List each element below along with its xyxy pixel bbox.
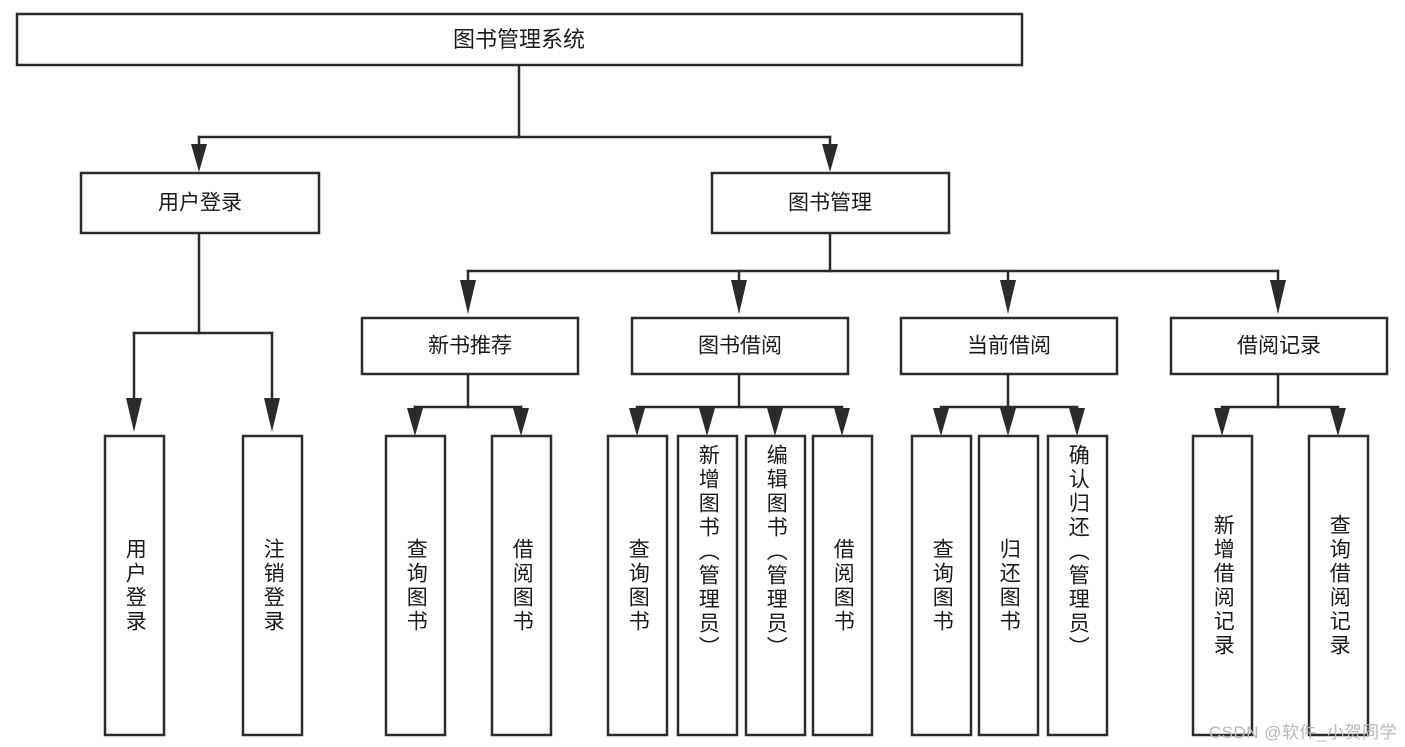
node-leaf-new-book-2-box[interactable]: [490, 434, 553, 737]
node-leaf-borrow-record-2-box[interactable]: [1307, 434, 1370, 737]
arrow-current-borrow-leaf-3: [1069, 408, 1085, 436]
node-book-borrow-box[interactable]: [630, 316, 850, 376]
node-leaf-current-borrow-3-box[interactable]: [1046, 434, 1109, 737]
node-leaf-book-borrow-2-box[interactable]: [676, 434, 739, 737]
node-root-label: 图书管理系统: [453, 27, 585, 52]
arrow-book-borrow-leaf-4: [834, 408, 850, 436]
arrow-to-new-book: [460, 280, 476, 314]
arrow-to-borrow-record: [1270, 280, 1286, 314]
arrow-to-current-borrow: [1000, 280, 1016, 314]
node-leaf-book-borrow-1-box[interactable]: [606, 434, 669, 737]
node-root-box[interactable]: [15, 12, 1024, 67]
arrow-user-login-leaf-1: [126, 398, 142, 432]
node-borrow-record-box[interactable]: [1169, 316, 1389, 376]
node-leaf-user-login-1-box[interactable]: [103, 434, 166, 737]
node-leaf-new-book-1-box[interactable]: [384, 434, 447, 737]
arrow-book-borrow-leaf-3: [767, 408, 783, 436]
node-leaf-book-borrow-4-box[interactable]: [811, 434, 874, 737]
arrow-to-user-login: [191, 144, 207, 172]
arrow-current-borrow-leaf-2: [1000, 408, 1016, 436]
arrow-book-borrow-leaf-1: [629, 408, 645, 436]
arrow-to-book-borrow: [731, 280, 747, 314]
arrow-user-login-leaf-2: [264, 398, 280, 432]
arrow-to-book-mgmt: [822, 144, 838, 172]
node-book-borrow-label: 图书借阅: [698, 335, 782, 358]
node-leaf-current-borrow-2-box[interactable]: [977, 434, 1040, 737]
node-borrow-record-label: 借阅记录: [1237, 335, 1321, 358]
connector-layer: [126, 63, 1346, 436]
arrow-borrow-record-leaf-1: [1214, 408, 1230, 436]
node-user-login-label: 用户登录: [158, 192, 242, 215]
node-new-book-box[interactable]: [360, 316, 580, 376]
node-leaf-book-borrow-3-box[interactable]: [744, 434, 807, 737]
arrow-new-book-leaf-1: [407, 408, 423, 436]
node-new-book-label: 新书推荐: [428, 335, 512, 358]
node-current-borrow-box[interactable]: [899, 316, 1119, 376]
arrow-current-borrow-leaf-1: [933, 408, 949, 436]
arrow-book-borrow-leaf-2: [699, 408, 715, 436]
node-layer: 图书管理系统 用户登录 图书管理 新书推荐 图书借阅 当前借阅 借阅记录: [15, 12, 1389, 737]
node-leaf-user-login-2-box[interactable]: [241, 434, 304, 737]
watermark-text: CSDN @软件_小贺同学: [1208, 723, 1397, 742]
node-book-mgmt-label: 图书管理: [788, 192, 872, 215]
arrow-new-book-leaf-2: [513, 408, 529, 436]
node-book-mgmt-box[interactable]: [710, 171, 951, 235]
node-leaf-borrow-record-1-box[interactable]: [1191, 434, 1254, 737]
arrow-borrow-record-leaf-2: [1330, 408, 1346, 436]
node-user-login-box[interactable]: [79, 171, 321, 235]
node-leaf-current-borrow-1-box[interactable]: [910, 434, 973, 737]
node-current-borrow-label: 当前借阅: [967, 335, 1051, 358]
